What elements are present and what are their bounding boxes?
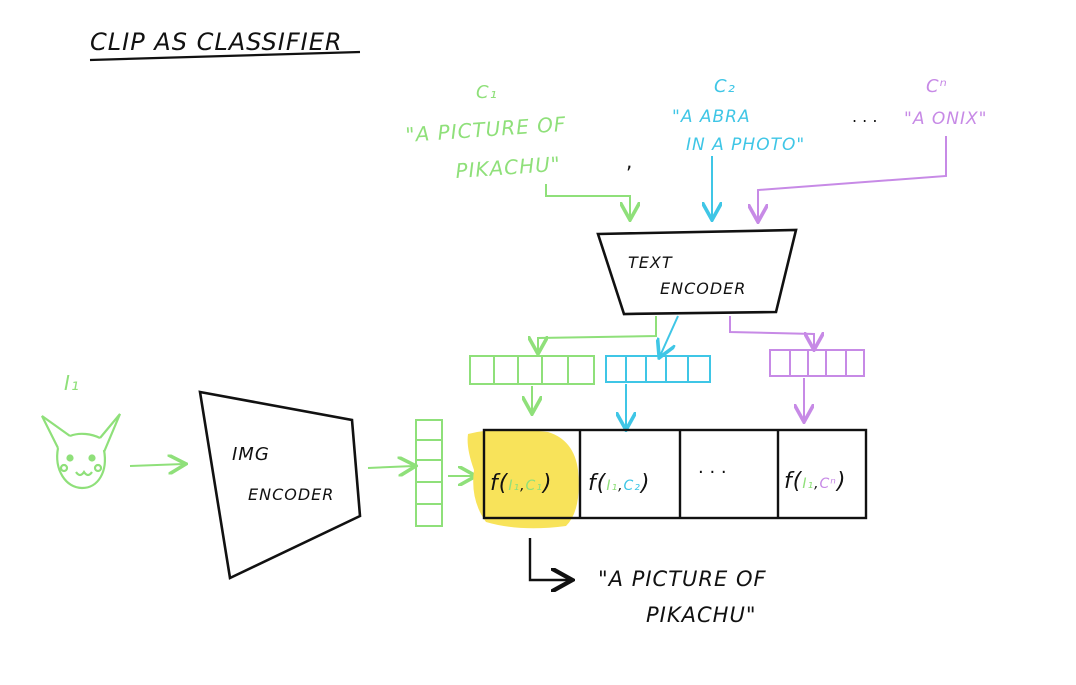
similarity-cell-3: · · · <box>698 462 727 483</box>
class-label-cn: Cⁿ <box>926 76 948 97</box>
cell1-sep: , <box>520 478 525 494</box>
arrow-image-to-img-encoder <box>129 464 184 466</box>
class-label-c1: C₁ <box>476 82 498 103</box>
class-prompt-c1-line1: "A PICTURE OF <box>405 112 567 147</box>
arrow-text-encoder-to-emb-cn <box>729 316 814 348</box>
img-encoder-label-line1: IMG <box>232 444 270 465</box>
similarity-cell-2: f(I₁,C₂) <box>588 471 651 496</box>
text-encoder-label-line2: ENCODER <box>660 279 746 298</box>
similarity-cell-4: f(I₁,Cⁿ) <box>784 469 847 494</box>
cell4-c: Cⁿ <box>820 476 837 492</box>
similarity-cell-1: f(I₁,C₁) <box>490 471 553 496</box>
cell4-sep: , <box>814 476 819 492</box>
arrow-text-encoder-to-emb-c2 <box>660 315 679 356</box>
cell4-i: I₁ <box>802 476 814 492</box>
text-encoder-shape <box>596 228 798 316</box>
img-encoder-label-line2: ENCODER <box>248 485 334 504</box>
cell1-i: I₁ <box>508 478 520 494</box>
pikachu-icon <box>41 413 122 490</box>
arrow-cn-to-text-encoder <box>758 136 947 220</box>
text-encoder-label-line1: TEXT <box>628 253 673 272</box>
text-embedding-c1 <box>469 355 595 385</box>
cell1-c: C₁ <box>526 478 543 494</box>
cell1-close: ) <box>541 471 553 496</box>
class-prompt-cn: "A ONIX" <box>904 109 987 129</box>
class-separator-comma: , <box>626 149 632 173</box>
text-embedding-cn <box>769 349 865 377</box>
best-match-highlight <box>467 429 579 529</box>
result-label-line1: "A PICTURE OF <box>598 567 767 591</box>
cell4-f: f( <box>784 469 803 494</box>
class-ellipsis: . . . <box>852 107 877 126</box>
img-encoder-shape <box>198 390 362 580</box>
text-embedding-c2 <box>605 355 711 383</box>
class-prompt-c2-line1: "A ABRA <box>672 107 751 127</box>
result-label-line2: PIKACHU" <box>646 603 756 627</box>
cell2-sep: , <box>618 478 623 494</box>
cell1-f: f( <box>490 471 509 496</box>
arrow-cell1-to-result <box>528 538 570 580</box>
cell2-close: ) <box>639 471 651 496</box>
class-prompt-c2-line2: IN A PHOTO" <box>686 135 805 155</box>
title-underline <box>89 50 361 62</box>
class-label-c2: C₂ <box>714 76 736 97</box>
cell2-i: I₁ <box>606 478 618 494</box>
image-embedding <box>415 419 443 527</box>
image-input-label: I₁ <box>64 371 80 395</box>
cell4-close: ) <box>835 469 847 494</box>
cell2-f: f( <box>588 471 607 496</box>
arrow-c1-to-text-encoder <box>545 184 630 218</box>
class-prompt-c1-line2: PIKACHU" <box>455 152 562 183</box>
similarity-row <box>482 428 868 520</box>
cell2-c: C₂ <box>624 478 641 494</box>
diagram-title: CLIP AS CLASSIFIER <box>90 28 343 56</box>
arrow-text-encoder-to-emb-c1 <box>538 316 657 352</box>
arrow-img-encoder-to-embedding <box>367 466 414 468</box>
